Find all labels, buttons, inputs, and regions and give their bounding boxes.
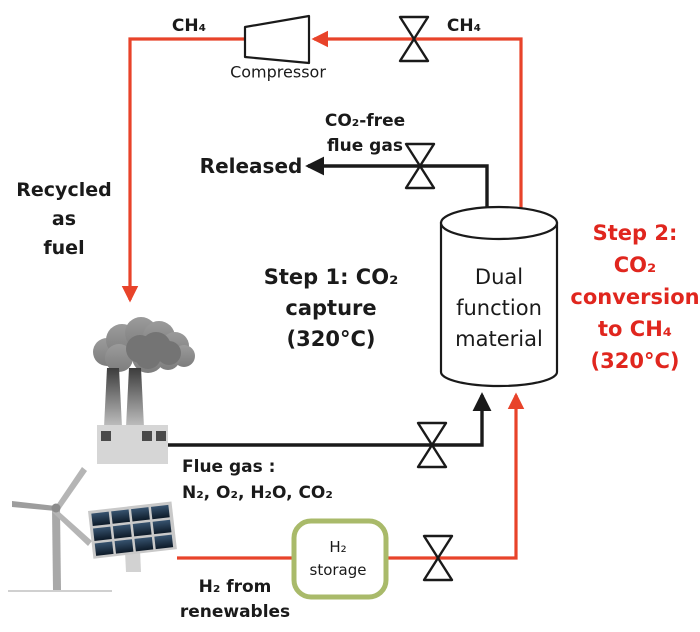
step2-label: Step 2: CO₂ conversion to CH₄ (320°C)	[570, 221, 700, 373]
solar-panel-icon	[88, 501, 177, 572]
flue-gas-line	[168, 392, 492, 447]
valve-icon-h2	[422, 534, 454, 582]
factory-icon	[93, 317, 195, 464]
h2-line-to-reactor	[384, 392, 525, 560]
compressor-label: Compressor	[230, 62, 326, 82]
flue-gas-label: Flue gas : N₂, O₂, H₂O, CO₂	[182, 457, 333, 503]
h2-from-renewables-label: H₂ from renewables	[179, 577, 291, 622]
ch4-label-left: CH₄	[171, 16, 207, 36]
reactor-cylinder	[439, 205, 559, 388]
step1-label: Step 1: CO₂ capture (320°C)	[263, 265, 399, 351]
released-label: Released	[199, 154, 303, 178]
released-line	[305, 156, 489, 214]
valve-icon-ch4	[398, 15, 430, 63]
wind-turbine-icon	[8, 467, 112, 592]
valve-icon-released	[404, 142, 436, 190]
h2-storage-label: H₂ storage	[309, 538, 367, 579]
co2-free-flue-gas-label: CO₂-free flue gas	[324, 111, 406, 156]
recycle-line-to-factory	[121, 37, 245, 303]
recycled-as-fuel-label: Recycled as fuel	[16, 179, 112, 259]
h2-storage-box	[291, 518, 389, 600]
ch4-line-to-compressor	[311, 30, 523, 214]
dual-function-material-label: Dual function material	[455, 265, 543, 351]
valve-icon-flue-gas	[416, 421, 448, 469]
ch4-label-right: CH₄	[446, 16, 482, 36]
compressor-icon	[243, 14, 311, 65]
